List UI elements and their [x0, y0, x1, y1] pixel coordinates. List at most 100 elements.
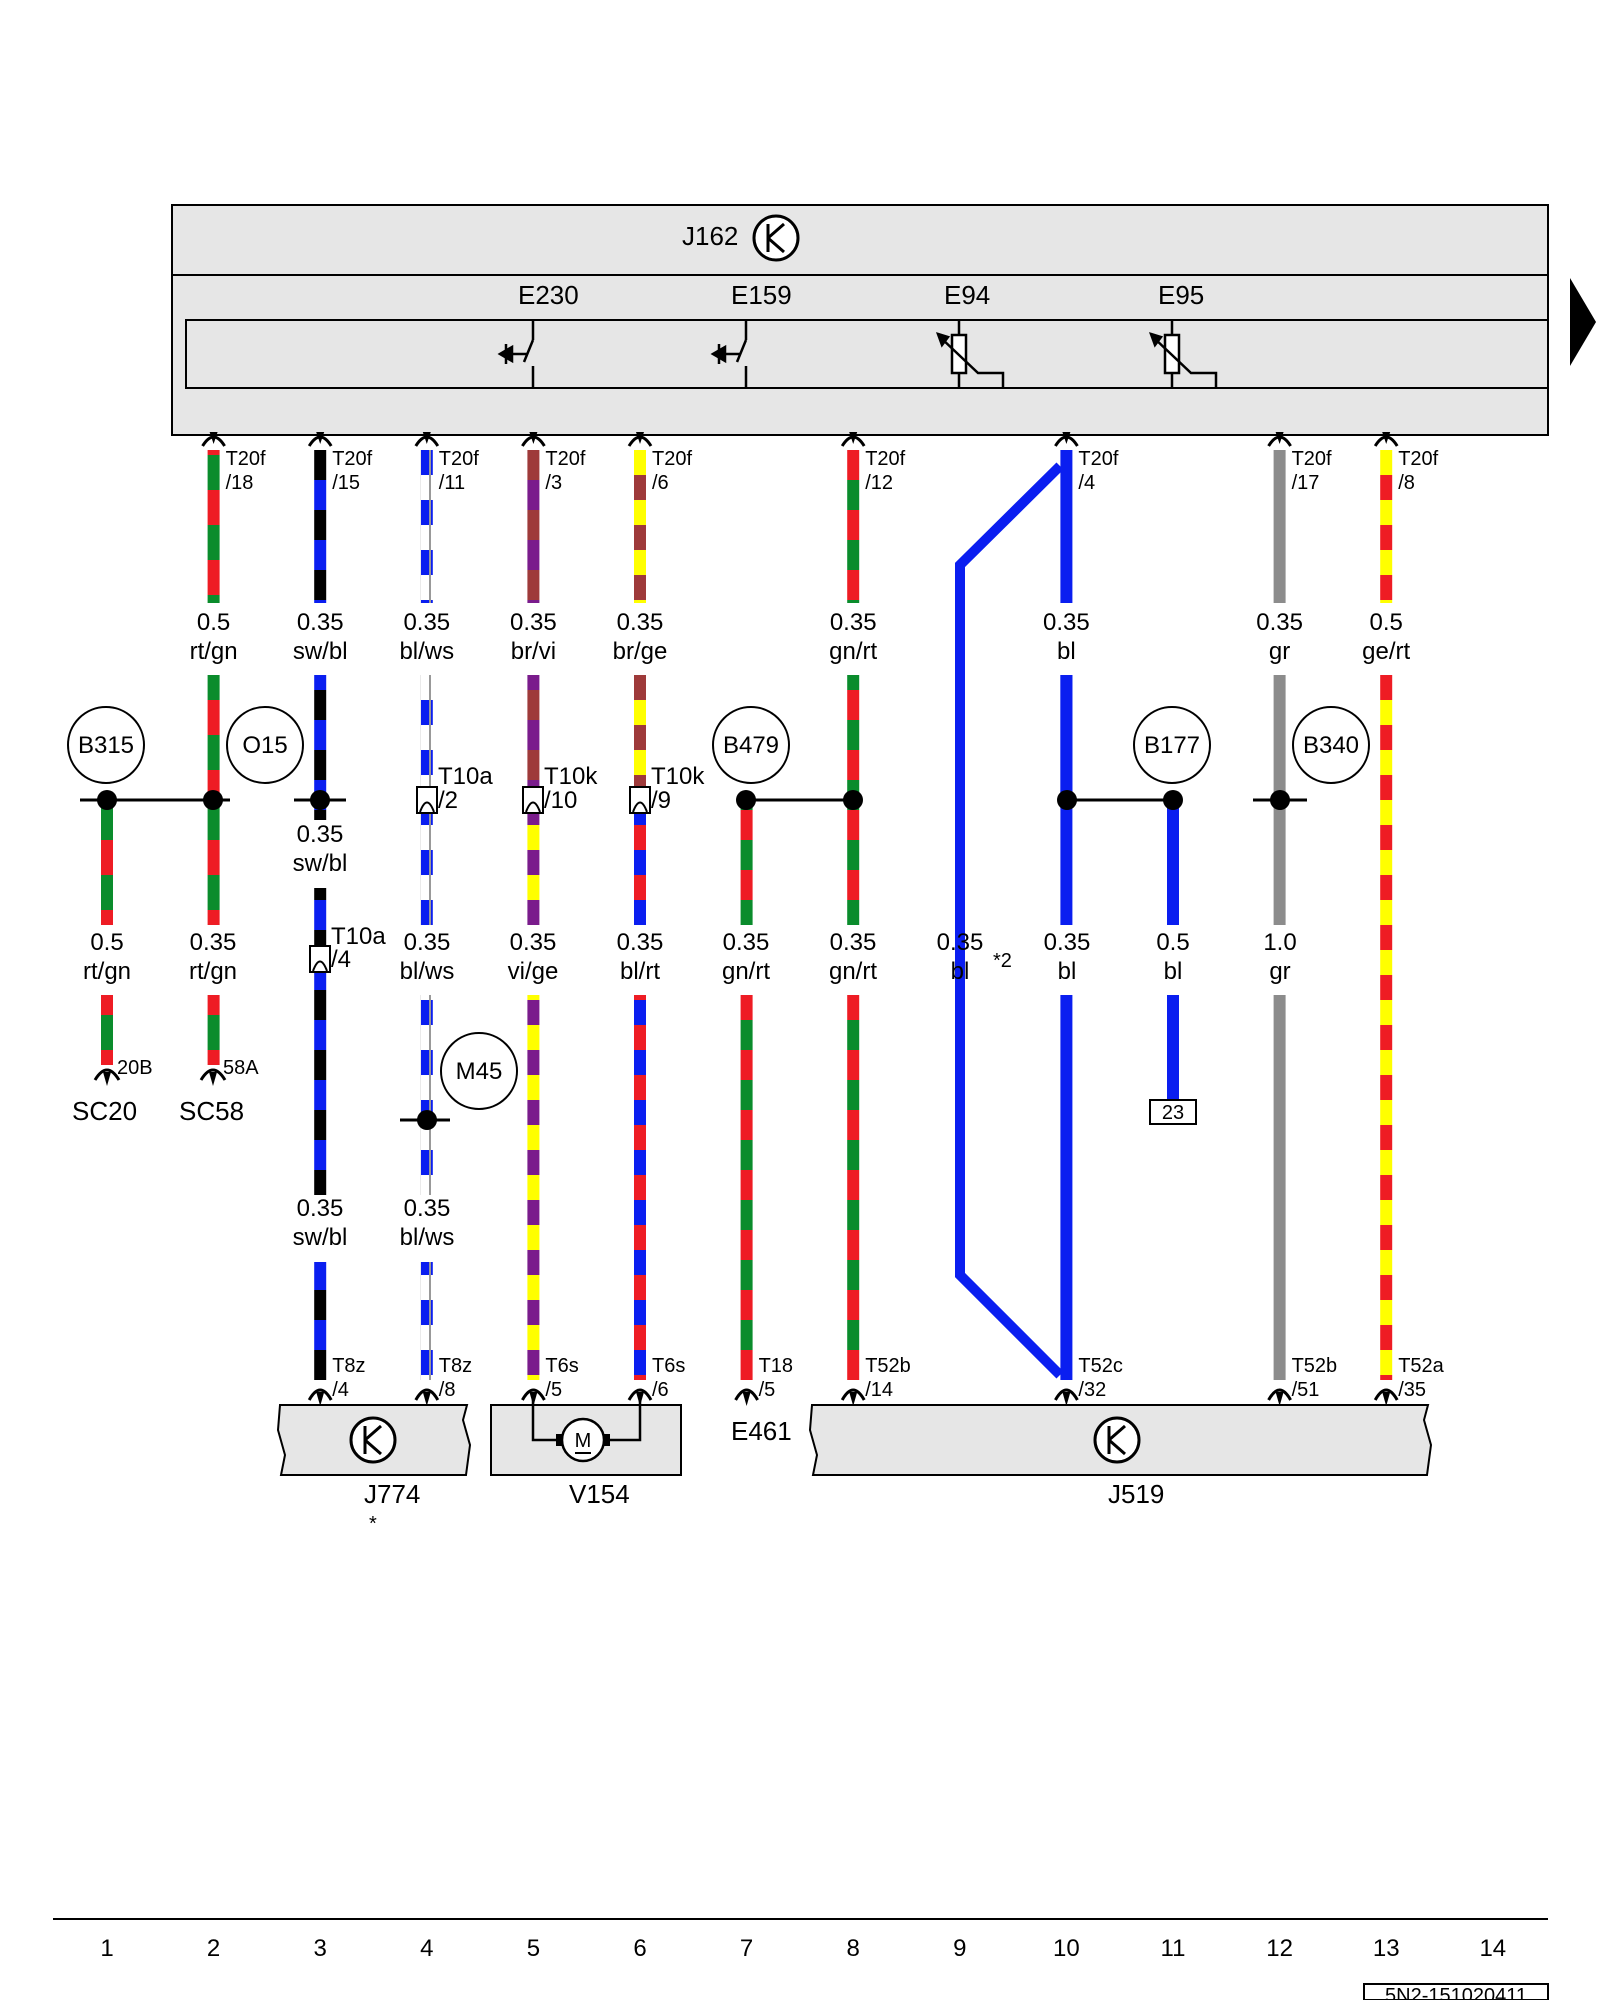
- ground-points: 20B SC20 58A SC58: [72, 1057, 259, 1126]
- column-number: 14: [1479, 1935, 1506, 1962]
- ground-sc20: 20B SC20: [72, 1057, 153, 1126]
- column-number: 7: [740, 1935, 753, 1962]
- wire-col12-low: [1273, 995, 1286, 1380]
- svg-text:/8: /8: [439, 1379, 456, 1401]
- svg-text:T20f: T20f: [545, 448, 585, 470]
- bottom-pin-labels: T8z/4T8z/8T6s/5T6s/6T18/5T52b/14T52c/32T…: [307, 1355, 1445, 1406]
- wire-col8-mid: [847, 800, 860, 925]
- component-label-e94: E94: [944, 280, 990, 310]
- splice-b340: B340: [1303, 732, 1359, 759]
- svg-text:/12: /12: [865, 472, 893, 494]
- component-label-e230: E230: [518, 280, 579, 310]
- column-number: 10: [1053, 1935, 1080, 1962]
- svg-text:ge/rt: ge/rt: [1362, 638, 1410, 665]
- svg-text:gr: gr: [1269, 958, 1290, 985]
- svg-text:/4: /4: [332, 1379, 349, 1401]
- svg-text:/9: /9: [651, 787, 671, 814]
- wire-col10-low: [1060, 995, 1073, 1380]
- svg-text:/6: /6: [652, 472, 669, 494]
- svg-text:vi/ge: vi/ge: [508, 958, 559, 985]
- doc-id: 5N2-151020411: [1385, 1985, 1527, 2000]
- svg-text:T20f: T20f: [1398, 448, 1438, 470]
- wire-col5-mid: [527, 800, 540, 925]
- svg-text:0.35: 0.35: [617, 609, 664, 636]
- svg-text:T10a: T10a: [438, 763, 493, 790]
- svg-text:/15: /15: [332, 472, 360, 494]
- svg-text:0.35: 0.35: [1256, 609, 1303, 636]
- wire-col4-low: [420, 995, 433, 1195]
- svg-text:gn/rt: gn/rt: [829, 958, 877, 985]
- pin-col3: T20f/15: [307, 432, 373, 494]
- svg-text:bl/rt: bl/rt: [620, 958, 660, 985]
- column-number: 8: [847, 1935, 860, 1962]
- svg-text:/10: /10: [544, 787, 577, 814]
- ref-box-label: 23: [1162, 1102, 1184, 1124]
- svg-text:J774: J774: [364, 1479, 420, 1509]
- ground-sc58: 58A SC58: [179, 1057, 259, 1126]
- svg-text:0.5: 0.5: [197, 609, 230, 636]
- svg-text:0.35: 0.35: [404, 929, 451, 956]
- svg-text:rt/gn: rt/gn: [83, 958, 131, 985]
- component-label-e159: E159: [731, 280, 792, 310]
- svg-text:bl: bl: [1058, 958, 1077, 985]
- svg-text:/4: /4: [1078, 472, 1095, 494]
- svg-text:/18: /18: [226, 472, 254, 494]
- switch-icon-e230: [497, 320, 535, 388]
- svg-text:/35: /35: [1398, 1379, 1426, 1401]
- svg-text:/3: /3: [545, 472, 562, 494]
- svg-text:bl: bl: [951, 958, 970, 985]
- wire-col6-top: [634, 450, 646, 603]
- bottom-pin-col13: T52a/35: [1373, 1355, 1445, 1406]
- column-number: 2: [207, 1935, 220, 1962]
- svg-text:0.5: 0.5: [1156, 929, 1189, 956]
- wire-col9-diagonal: [955, 462, 1064, 1379]
- component-v154: M V154: [490, 1393, 682, 1509]
- wire-col8-top: [847, 450, 860, 603]
- wire-col11-low: [1167, 995, 1179, 1100]
- control-unit-j162: J162 E230 E159 E94 E95: [171, 204, 1596, 436]
- bottom-pin-col4: T8z/8: [414, 1355, 472, 1406]
- splice-labels: B315 O15 B479 B177 B340 M45: [67, 706, 1370, 1110]
- svg-text:T20f: T20f: [332, 448, 372, 470]
- svg-text:T8z: T8z: [439, 1355, 472, 1377]
- wire-col4-mid: [420, 800, 433, 925]
- column-number: 9: [953, 1935, 966, 1962]
- column-number: 6: [633, 1935, 646, 1962]
- svg-text:0.35: 0.35: [937, 929, 984, 956]
- splice-o15: O15: [242, 732, 287, 759]
- bottom-pin-col7: T18/5: [734, 1355, 793, 1406]
- wire-col3-upper: [314, 675, 327, 800]
- gauge-col2: 0.5rt/gn: [190, 609, 238, 665]
- wire-col6-upper: [634, 675, 646, 800]
- pin-col4: T20f/11: [414, 432, 479, 494]
- wire-col5-top: [527, 450, 540, 603]
- switch-icon-e159: [710, 320, 748, 388]
- module-inner-box: [185, 319, 1549, 389]
- svg-text:T20f: T20f: [865, 448, 905, 470]
- wire-col3-mid: [314, 888, 327, 1195]
- component-j519: J519: [808, 1404, 1433, 1509]
- svg-text:/32: /32: [1078, 1379, 1106, 1401]
- bottom-pin-col8: T52b/14: [840, 1355, 911, 1406]
- svg-text:*: *: [369, 1513, 377, 1535]
- svg-text:0.35: 0.35: [404, 1195, 451, 1222]
- pin-col10: T20f/4: [1054, 432, 1119, 494]
- svg-text:bl/ws: bl/ws: [400, 958, 455, 985]
- top-pin-labels: T20f/18T20f/15T20f/11T20f/3T20f/6T20f/12…: [201, 432, 1439, 494]
- wire-col1-low: [101, 995, 113, 1065]
- svg-text:/6: /6: [652, 1379, 669, 1401]
- column-number: 11: [1161, 1935, 1186, 1962]
- wire-col4-top: [420, 450, 433, 603]
- svg-text:T6s: T6s: [652, 1355, 685, 1377]
- svg-text:bl: bl: [1164, 958, 1183, 985]
- svg-text:/51: /51: [1292, 1379, 1320, 1401]
- svg-text:T10k: T10k: [651, 763, 705, 790]
- wire-col12-upper: [1273, 675, 1286, 800]
- svg-text:0.5: 0.5: [90, 929, 123, 956]
- wire-col4-bottom: [420, 1262, 433, 1380]
- wire-col12-mid: [1273, 800, 1286, 925]
- svg-text:bl: bl: [1057, 638, 1076, 665]
